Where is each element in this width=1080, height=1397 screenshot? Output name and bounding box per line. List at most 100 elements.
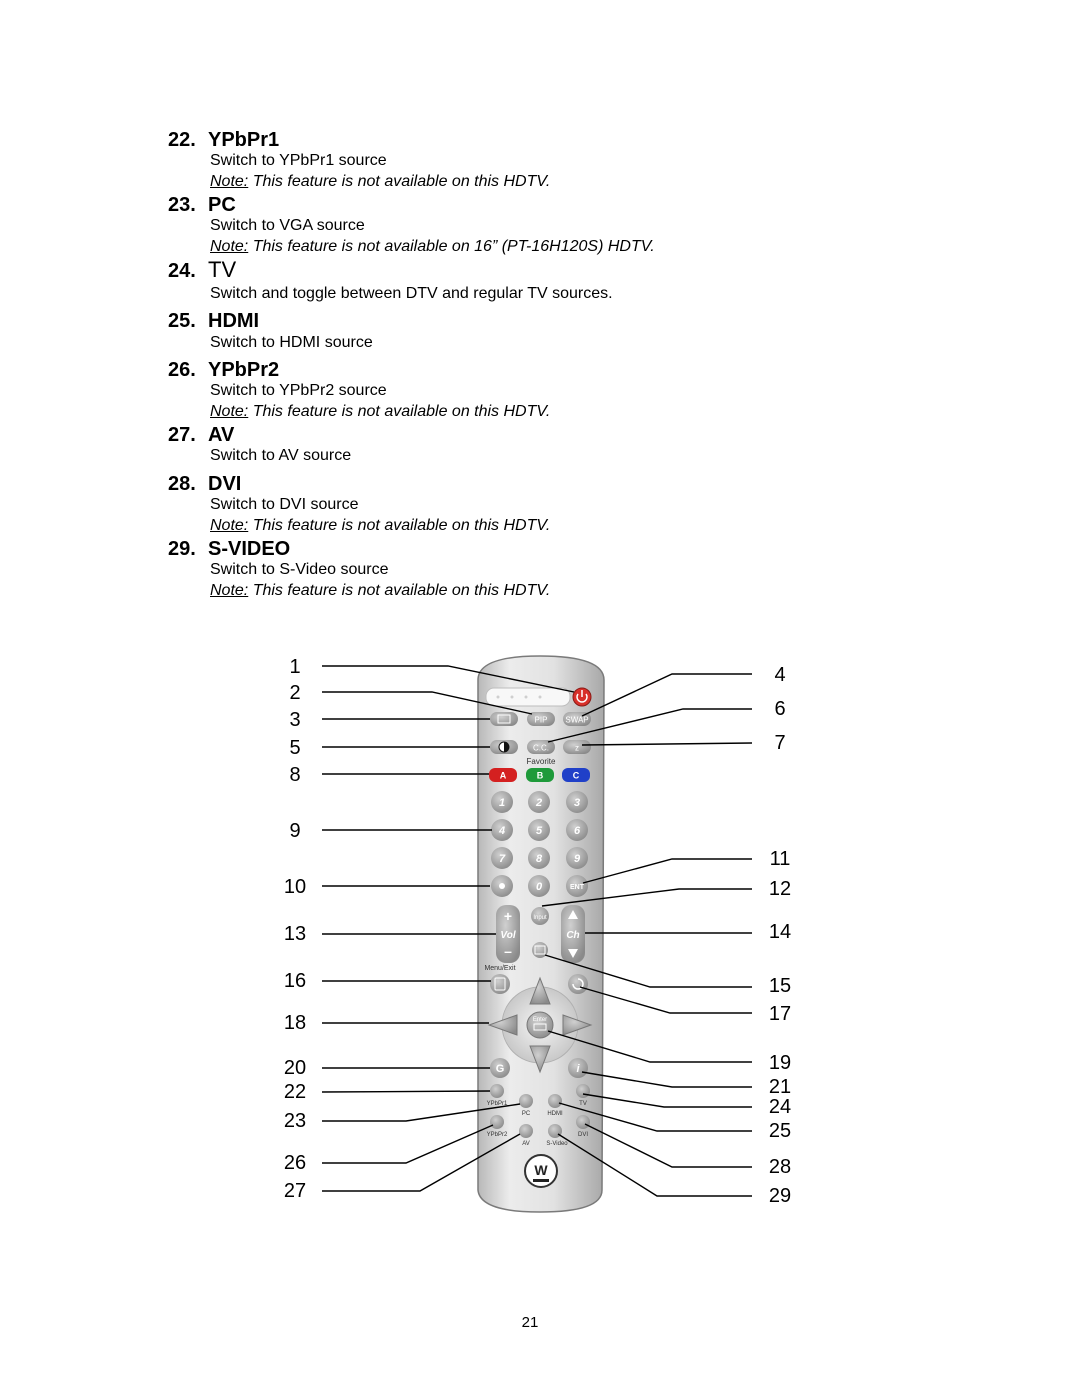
svg-text:PIP: PIP — [535, 716, 548, 725]
callout-number: 5 — [289, 737, 301, 759]
svg-text:Input: Input — [533, 915, 547, 921]
svg-text:–: – — [504, 943, 512, 959]
menu-exit-button[interactable] — [490, 974, 510, 994]
svg-text:5: 5 — [536, 825, 543, 837]
svg-text:Vol: Vol — [500, 930, 515, 941]
callout-number: 7 — [774, 732, 786, 754]
channel-rocker[interactable]: Ch — [561, 905, 585, 963]
dvi-button[interactable] — [576, 1115, 590, 1129]
svg-text:4: 4 — [498, 825, 505, 837]
callout-number: 25 — [768, 1120, 792, 1142]
digit-button[interactable]: 2 — [528, 791, 550, 813]
callout-number: 19 — [768, 1052, 792, 1074]
info-button[interactable]: i — [568, 1058, 588, 1078]
entry-note: Note: This feature is not available on t… — [210, 173, 551, 190]
svg-text:A: A — [500, 771, 507, 781]
svg-text:G: G — [496, 1063, 505, 1075]
digit-button[interactable]: 7 — [491, 847, 513, 869]
svg-text:0: 0 — [536, 881, 543, 893]
led-strip — [485, 687, 571, 707]
svg-text:C: C — [573, 771, 580, 781]
callout-number: 16 — [283, 970, 307, 992]
callout-number: 17 — [768, 1003, 792, 1025]
entry-description: Switch to HDMI source — [210, 334, 373, 351]
callout-number: 6 — [774, 698, 786, 720]
callout-number: 22 — [283, 1081, 307, 1103]
callout-number: 8 — [289, 764, 301, 786]
callout-number: 21 — [768, 1076, 792, 1098]
entry-note: Note: This feature is not available on t… — [210, 582, 551, 599]
volume-rocker[interactable]: + Vol – — [496, 905, 520, 963]
favorite-label: Favorite — [527, 757, 556, 766]
digit-button[interactable]: 6 — [566, 819, 588, 841]
closed-caption-button[interactable]: C.C. — [527, 740, 555, 754]
callout-number: 28 — [768, 1156, 792, 1178]
entry-pc: 23.PC Switch to VGA source Note: This fe… — [168, 194, 868, 255]
sleep-button[interactable]: z — [563, 740, 591, 754]
entry-heading: 29.S-VIDEO — [168, 538, 291, 560]
callout-number: 18 — [283, 1012, 307, 1034]
entry-note: Note: This feature is not available on 1… — [210, 238, 655, 255]
svg-text:9: 9 — [574, 853, 581, 865]
svg-text:8: 8 — [536, 853, 543, 865]
svg-text:3: 3 — [574, 797, 580, 809]
entry-note: Note: This feature is not available on t… — [210, 517, 551, 534]
dot-button[interactable] — [491, 875, 513, 897]
picture-mode-button[interactable] — [490, 740, 518, 754]
digit-button[interactable]: 9 — [566, 847, 588, 869]
list-button[interactable] — [532, 942, 548, 958]
favorite-c-button[interactable]: C — [562, 768, 590, 782]
hdmi-button[interactable] — [548, 1094, 562, 1108]
entry-heading: 27.AV — [168, 424, 235, 446]
callout-number: 15 — [768, 975, 792, 997]
power-button[interactable] — [572, 687, 592, 707]
digit-button[interactable]: 1 — [491, 791, 513, 813]
digit-button[interactable]: 5 — [528, 819, 550, 841]
tv-button[interactable] — [576, 1084, 590, 1098]
av-button[interactable] — [519, 1124, 533, 1138]
svg-text:SWAP: SWAP — [565, 716, 588, 725]
entry-tv: 24.TV Switch and toggle between DTV and … — [168, 257, 868, 303]
ypbpr2-button[interactable] — [490, 1115, 504, 1129]
svg-text:1: 1 — [499, 797, 505, 809]
pc-button[interactable] — [519, 1094, 533, 1108]
enter-digit-button[interactable]: ENT — [566, 875, 588, 897]
entry-s-video: 29.S-VIDEO Switch to S-Video source Note… — [168, 538, 868, 599]
entry-av: 27.AV Switch to AV source — [168, 424, 868, 464]
aspect-button[interactable] — [490, 712, 518, 726]
digit-button[interactable]: 8 — [528, 847, 550, 869]
left-arrow-button[interactable] — [487, 1014, 518, 1036]
down-arrow-button[interactable] — [529, 1045, 551, 1074]
up-arrow-button[interactable] — [529, 976, 551, 1005]
svg-text:6: 6 — [574, 825, 581, 837]
ypbpr1-button[interactable] — [490, 1084, 504, 1098]
right-arrow-button[interactable] — [562, 1014, 593, 1036]
favorite-a-button[interactable]: A — [489, 768, 517, 782]
brand-logo: W — [524, 1154, 558, 1188]
digit-button[interactable]: 0 — [528, 875, 550, 897]
callout-number: 11 — [769, 848, 791, 870]
svg-text:B: B — [537, 771, 544, 781]
entry-heading: 23.PC — [168, 194, 236, 216]
input-button[interactable]: Input — [531, 907, 549, 925]
entry-heading: 26.YPbPr2 — [168, 359, 280, 381]
entry-dvi: 28.DVI Switch to DVI source Note: This f… — [168, 473, 868, 534]
pip-button[interactable]: PIP — [527, 712, 555, 726]
guide-button[interactable]: G — [490, 1058, 510, 1078]
tv-label: TV — [579, 1101, 587, 1107]
entry-ypbpr2: 26.YPbPr2 Switch to YPbPr2 source Note: … — [168, 359, 868, 420]
digit-button[interactable]: 3 — [566, 791, 588, 813]
entry-heading: 24.TV — [168, 257, 237, 283]
return-button[interactable] — [568, 974, 588, 994]
favorite-b-button[interactable]: B — [526, 768, 554, 782]
entry-heading: 28.DVI — [168, 473, 242, 495]
page-number: 21 — [521, 1314, 539, 1331]
callout-number: 3 — [289, 709, 301, 731]
enter-button[interactable]: Enter — [526, 1011, 554, 1039]
entry-heading: 25.HDMI — [168, 310, 260, 332]
digit-button[interactable]: 4 — [491, 819, 513, 841]
callout-number: 27 — [283, 1180, 307, 1202]
svg-text:2: 2 — [535, 797, 542, 809]
entry-description: Switch to VGA source — [210, 217, 365, 234]
svg-text:C.C.: C.C. — [533, 744, 549, 753]
